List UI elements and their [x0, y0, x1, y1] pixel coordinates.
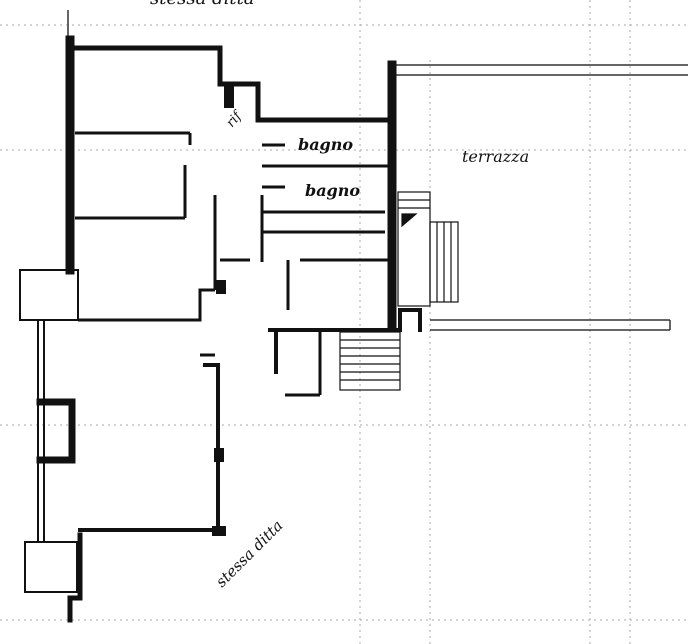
label-bathroom-2: bagno [305, 181, 360, 200]
label-storage: rif [224, 108, 247, 131]
label-bathroom-1: bagno [298, 135, 353, 154]
label-top-neighbor: stessa ditta [150, 0, 255, 9]
partitions [75, 131, 388, 397]
staircase [339, 191, 459, 391]
label-terrace: terrazza [462, 147, 529, 166]
terrace-outline [67, 10, 688, 331]
walls [19, 35, 422, 623]
